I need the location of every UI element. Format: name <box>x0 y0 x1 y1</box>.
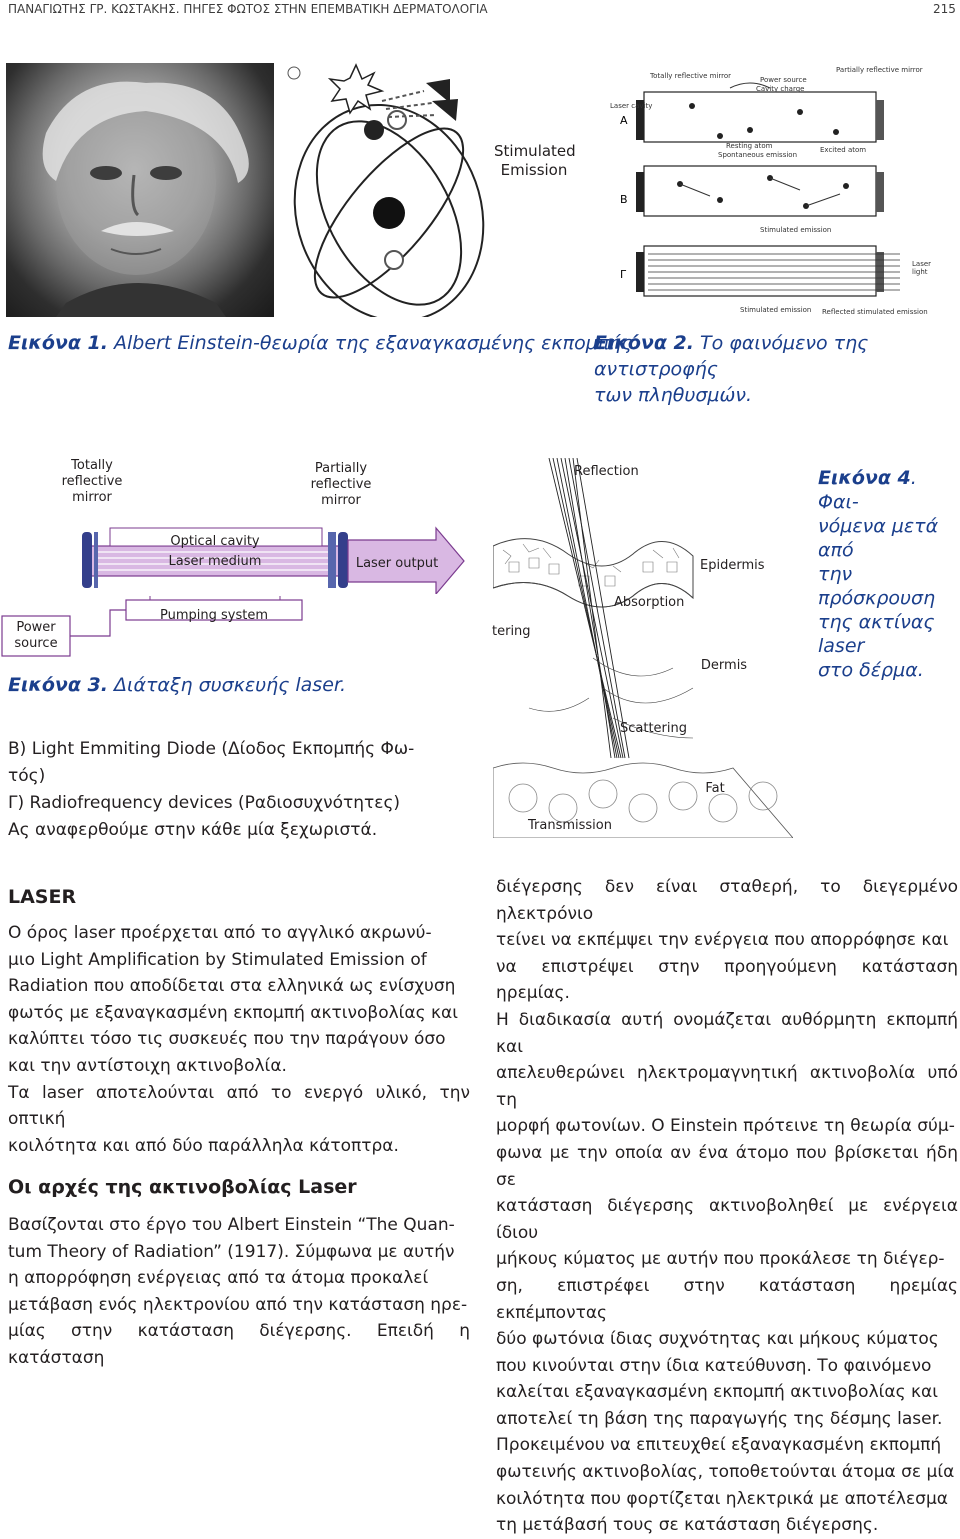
right-column-paragraph: διέγερσης δεν είναι σταθερή, το διεγερμέ… <box>496 877 958 1536</box>
figure4-caption: Εικόνα 4. Φαι- νόμενα μετά από την πρόσκ… <box>818 467 939 681</box>
laser-definition-paragraph: Ο όρος laser προέρχεται από το αγγλικό α… <box>8 923 470 1156</box>
label-laser-light-1: Laser <box>912 260 931 268</box>
epidermis-label: Epidermis <box>700 558 765 573</box>
device-list: Β) Light Emmiting Diode (Δίοδος Εκπομπής… <box>8 736 478 844</box>
pumping-system-diagram <box>1 596 303 657</box>
fat-label: Fat <box>705 781 725 796</box>
population-inversion-diagram: Totally reflective mirror Partially refl… <box>610 66 931 316</box>
list-item-led: Β) Light Emmiting Diode (Δίοδος Εκπομπής… <box>8 739 415 759</box>
reflection-label: Reflection <box>574 464 639 479</box>
dermis-label: Dermis <box>700 658 748 673</box>
laser-medium-label: Laser medium <box>168 554 262 569</box>
einstein-portrait-icon <box>42 81 249 317</box>
label-cavity-charge: Cavity charge <box>756 85 804 93</box>
pumping-system-label: Pumping system <box>160 608 268 623</box>
stimulated-emission-label: Stimulated Emission <box>494 142 576 179</box>
scattering-cut-label: tering <box>492 624 531 639</box>
label-stimulated-emission-g: Stimulated emission <box>740 306 811 314</box>
principles-paragraph: Βασίζονται στο έργο του Albert Einstein … <box>8 1215 470 1368</box>
laser-heading: LASER <box>8 886 77 908</box>
list-item-led-cont: τός) <box>8 766 46 786</box>
figure3-caption: Εικόνα 3. Διάταξη συσκευής laser. <box>8 674 347 696</box>
absorption-label: Absorption <box>614 595 685 610</box>
list-item-rf: Γ) Radiofrequency devices (Ραδιοσυχνότητ… <box>8 793 401 813</box>
scattering-label: Scattering <box>620 721 688 736</box>
label-power-source: Power source <box>760 76 807 84</box>
principles-heading: Οι αρχές της ακτινοβολίας Laser <box>8 1176 357 1198</box>
laser-output-label: Laser output <box>355 556 439 571</box>
label-excited-atom: Excited atom <box>820 146 866 154</box>
label-laser-cavity: Laser cavity <box>610 102 652 110</box>
label-totally-reflective: Totally reflective mirror <box>649 72 731 80</box>
label-reflected-stimulated: Reflected stimulated emission <box>822 308 928 316</box>
panel-label-b: B <box>620 193 628 206</box>
label-laser-light-2: light <box>912 268 928 276</box>
page-number: 215 <box>933 2 956 16</box>
optical-cavity-label: Optical cavity <box>170 534 260 549</box>
skin-interaction-diagram <box>493 458 793 838</box>
label-resting-atom: Resting atom <box>726 142 773 150</box>
figure1-caption: Εικόνα 1. Albert Einstein-θεωρία της εξα… <box>8 332 639 354</box>
panel-label-a: A <box>620 114 628 127</box>
transmission-label: Transmission <box>528 818 612 833</box>
einstein-photo <box>6 63 274 317</box>
atom-orbit-diagram <box>287 63 485 317</box>
label-spontaneous-emission: Spontaneous emission <box>718 151 797 159</box>
panel-label-g: Γ <box>620 268 627 281</box>
figure2-caption: Εικόνα 2. Το φαινόμενο της αντιστροφής τ… <box>594 332 869 406</box>
list-item-intro: Ας αναφερθούμε στην κάθε μία ξεχωριστά. <box>8 820 378 840</box>
running-title: ΠΑΝΑΓΙΩΤΗΣ ΓΡ. ΚΩΣΤΑΚΗΣ. ΠΗΓΕΣ ΦΩΤΟΣ ΣΤΗ… <box>8 2 488 16</box>
laser-device-diagram <box>82 526 465 594</box>
label-partially-reflective: Partially reflective mirror <box>836 66 923 74</box>
label-stimulated-emission-b: Stimulated emission <box>760 226 831 234</box>
